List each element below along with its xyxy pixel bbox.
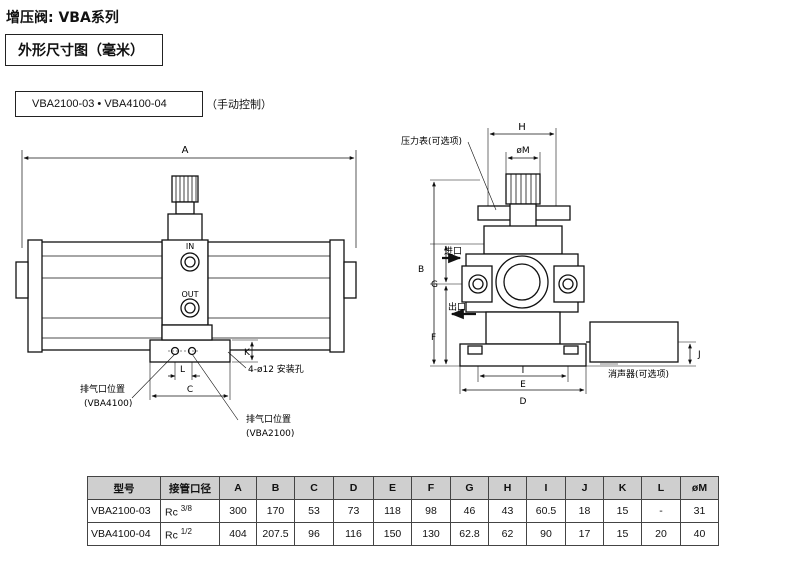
port-in-label: IN (186, 242, 194, 251)
th-G: G (450, 476, 489, 500)
cell-model: VBA4100-04 (87, 522, 161, 546)
th-E: E (373, 476, 412, 500)
th-J: J (565, 476, 604, 500)
table-header-row: 型号 接管口径 A B C D E F G H I J K L øM (87, 476, 719, 500)
cell-C: 53 (294, 499, 334, 523)
exhaust-model-4100: (VBA4100) (84, 399, 132, 409)
cell-M: 31 (680, 499, 719, 523)
cell-E: 150 (373, 522, 412, 546)
dim-L: L (180, 365, 185, 375)
port-out-label: OUT (181, 290, 198, 299)
dim-A: A (182, 145, 189, 156)
cell-A: 300 (219, 499, 257, 523)
cell-G: 62.8 (450, 522, 489, 546)
exhaust-model-2100: (VBA2100) (246, 429, 294, 439)
cell-L: - (641, 499, 681, 523)
cell-K: 15 (603, 499, 642, 523)
th-H: H (488, 476, 527, 500)
page-title: 增压阀: VBA系列 (6, 10, 119, 26)
outlet-label: 出口 (448, 301, 466, 313)
gauge-label: 压力表(可选项) (401, 135, 462, 147)
mount-holes-label: 4-ø12 安装孔 (248, 363, 304, 375)
side-view (430, 128, 696, 394)
port-size: 3/8 (180, 503, 192, 513)
cell-C: 96 (294, 522, 334, 546)
exhaust-label-2100: 排气口位置 (246, 413, 291, 425)
th-I: I (526, 476, 566, 500)
cell-F: 130 (411, 522, 451, 546)
dimension-drawing: A IN OUT K L C 4-ø12 安装孔 排气口位置 (VBA4100)… (15, 122, 701, 439)
model-label: VBA2100-03 • VBA4100-04 (15, 91, 203, 117)
cell-port: Rc 1/2 (160, 522, 220, 546)
cell-I: 60.5 (526, 499, 566, 523)
dim-H: H (518, 122, 526, 133)
dim-F: F (431, 333, 436, 343)
cell-A: 404 (219, 522, 257, 546)
th-L: L (641, 476, 681, 500)
port-type: Rc (165, 506, 178, 519)
cell-I: 90 (526, 522, 566, 546)
cell-H: 43 (488, 499, 527, 523)
dim-E: E (520, 380, 526, 390)
silencer-label: 消声器(可选项) (608, 368, 669, 380)
dim-G: G (431, 280, 438, 290)
dim-K: K (244, 348, 251, 358)
cell-D: 116 (333, 522, 374, 546)
th-A: A (219, 476, 257, 500)
cell-port: Rc 3/8 (160, 499, 220, 523)
cell-M: 40 (680, 522, 719, 546)
th-port: 接管口径 (160, 476, 220, 500)
port-type: Rc (165, 529, 178, 542)
cell-model: VBA2100-03 (87, 499, 161, 523)
dim-C: C (187, 385, 193, 395)
dim-I: I (522, 366, 525, 376)
dim-J: J (697, 350, 701, 360)
dim-D: D (520, 397, 527, 407)
cell-E: 118 (373, 499, 412, 523)
cell-J: 17 (565, 522, 604, 546)
th-M: øM (680, 476, 719, 500)
spec-table: 型号 接管口径 A B C D E F G H I J K L øM VBA21… (87, 476, 719, 546)
cell-B: 170 (256, 499, 295, 523)
cell-K: 15 (603, 522, 642, 546)
th-model: 型号 (87, 476, 161, 500)
cell-H: 62 (488, 522, 527, 546)
cell-F: 98 (411, 499, 451, 523)
cell-B: 207.5 (256, 522, 295, 546)
cell-D: 73 (333, 499, 374, 523)
th-K: K (603, 476, 642, 500)
cell-G: 46 (450, 499, 489, 523)
dim-B: B (418, 265, 424, 275)
port-size: 1/2 (180, 526, 192, 536)
th-D: D (333, 476, 374, 500)
th-C: C (294, 476, 334, 500)
table-row: VBA4100-04 Rc 1/2 404 207.5 96 116 150 1… (87, 522, 719, 546)
front-view (15, 150, 357, 421)
exhaust-label-4100: 排气口位置 (80, 383, 125, 395)
manual-control-label: （手动控制） (206, 98, 272, 111)
th-F: F (411, 476, 451, 500)
cell-J: 18 (565, 499, 604, 523)
section-heading: 外形尺寸图（毫米） (5, 34, 163, 66)
cell-L: 20 (641, 522, 681, 546)
dim-M: øM (516, 146, 529, 156)
th-B: B (256, 476, 295, 500)
table-row: VBA2100-03 Rc 3/8 300 170 53 73 118 98 4… (87, 499, 719, 523)
inlet-label: 进口 (444, 246, 462, 257)
